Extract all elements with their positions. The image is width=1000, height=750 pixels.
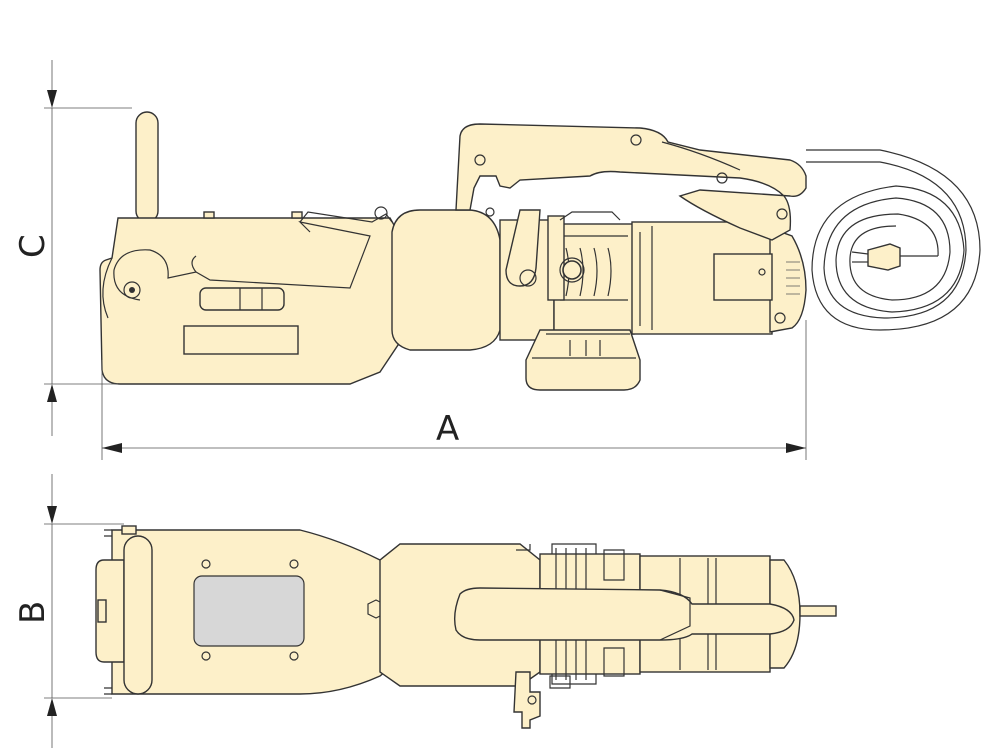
side-view — [99, 111, 981, 391]
dimension-label-b: B — [13, 601, 53, 624]
dimension-label-a: A — [436, 409, 459, 449]
dimension-label-c: C — [13, 234, 53, 258]
dimensions — [44, 60, 807, 748]
top-view — [95, 525, 837, 729]
